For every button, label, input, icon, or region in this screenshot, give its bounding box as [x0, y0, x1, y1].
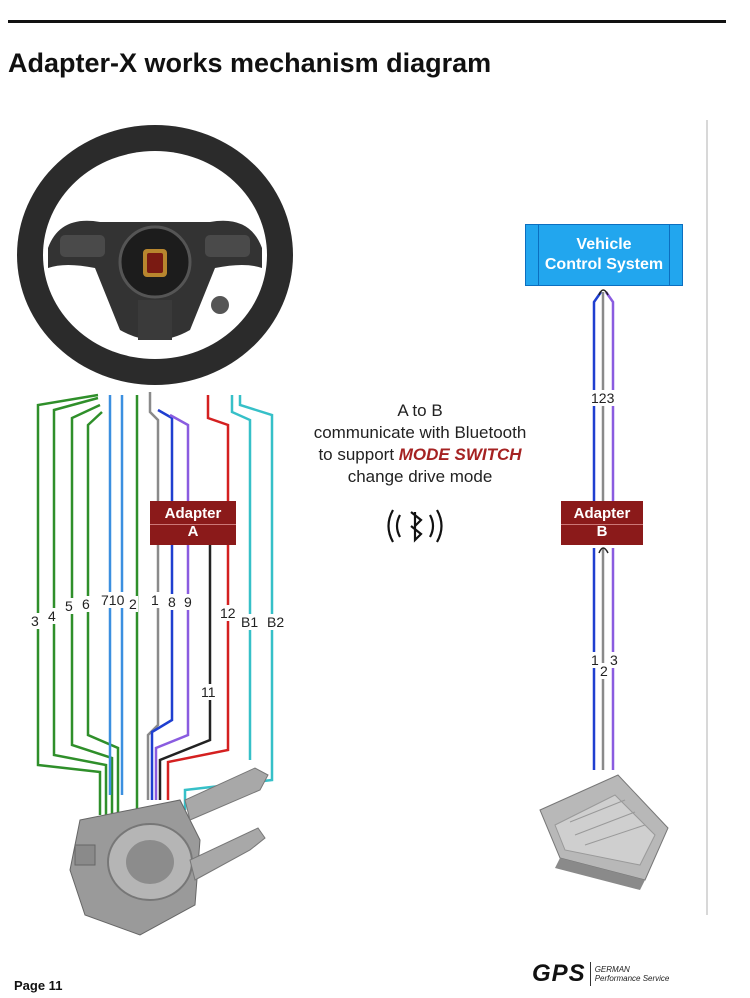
note-line-3-prefix: to support [318, 445, 398, 464]
vehicle-control-system-box: Vehicle Control System [525, 224, 683, 286]
mode-switch-highlight: MODE SWITCH [399, 445, 522, 464]
steering-wheel-illustration [17, 125, 293, 385]
adapter-a-box: Adapter A [150, 501, 236, 545]
gps-logo: GPS GERMAN Performance Service [532, 960, 669, 988]
adapter-a-line-1: Adapter [150, 505, 236, 523]
note-line-2: communicate with Bluetooth [270, 422, 570, 444]
wire-label-11: 11 [200, 684, 217, 700]
wire-label-12: 12 [219, 605, 237, 621]
vcs-line-1: Vehicle [526, 235, 682, 255]
adapter-a-line-2: A [150, 523, 236, 541]
wire-label-r2: 2 [599, 663, 609, 679]
wire-label-5: 5 [64, 598, 74, 614]
wire-label-b1: B1 [240, 614, 259, 630]
wire-label-8: 8 [167, 594, 177, 610]
logo-text: GERMAN Performance Service [595, 965, 670, 983]
wire-label-2: 2 [128, 596, 138, 612]
wire-label-1: 1 [150, 592, 160, 608]
wire-label-9: 9 [183, 594, 193, 610]
note-line-4: change drive mode [270, 466, 570, 488]
logo-line-1: GERMAN [595, 965, 670, 974]
adapter-b-line-2: B [561, 523, 643, 541]
wire-label-7-10: 710 [100, 592, 125, 608]
note-line-3: to support MODE SWITCH [270, 444, 570, 466]
wire-label-b2: B2 [266, 614, 285, 630]
logo-mark: GPS [532, 960, 586, 988]
wire-label-123: 123 [590, 390, 615, 406]
wire-label-r3: 3 [609, 652, 619, 668]
wire-label-6: 6 [81, 596, 91, 612]
adapter-b-line-1: Adapter [561, 505, 643, 523]
page-number: Page 11 [14, 978, 62, 993]
adapter-b-box: Adapter B [561, 501, 643, 545]
logo-separator [590, 962, 591, 986]
vcs-line-2: Control System [526, 255, 682, 275]
bluetooth-note: A to B communicate with Bluetooth to sup… [270, 400, 570, 488]
bluetooth-icon [389, 510, 442, 542]
wire-label-3: 3 [30, 613, 40, 629]
note-line-1: A to B [270, 400, 570, 422]
pedal-unit-illustration [540, 775, 668, 890]
wire-label-4: 4 [47, 608, 57, 624]
logo-line-2: Performance Service [595, 974, 670, 983]
